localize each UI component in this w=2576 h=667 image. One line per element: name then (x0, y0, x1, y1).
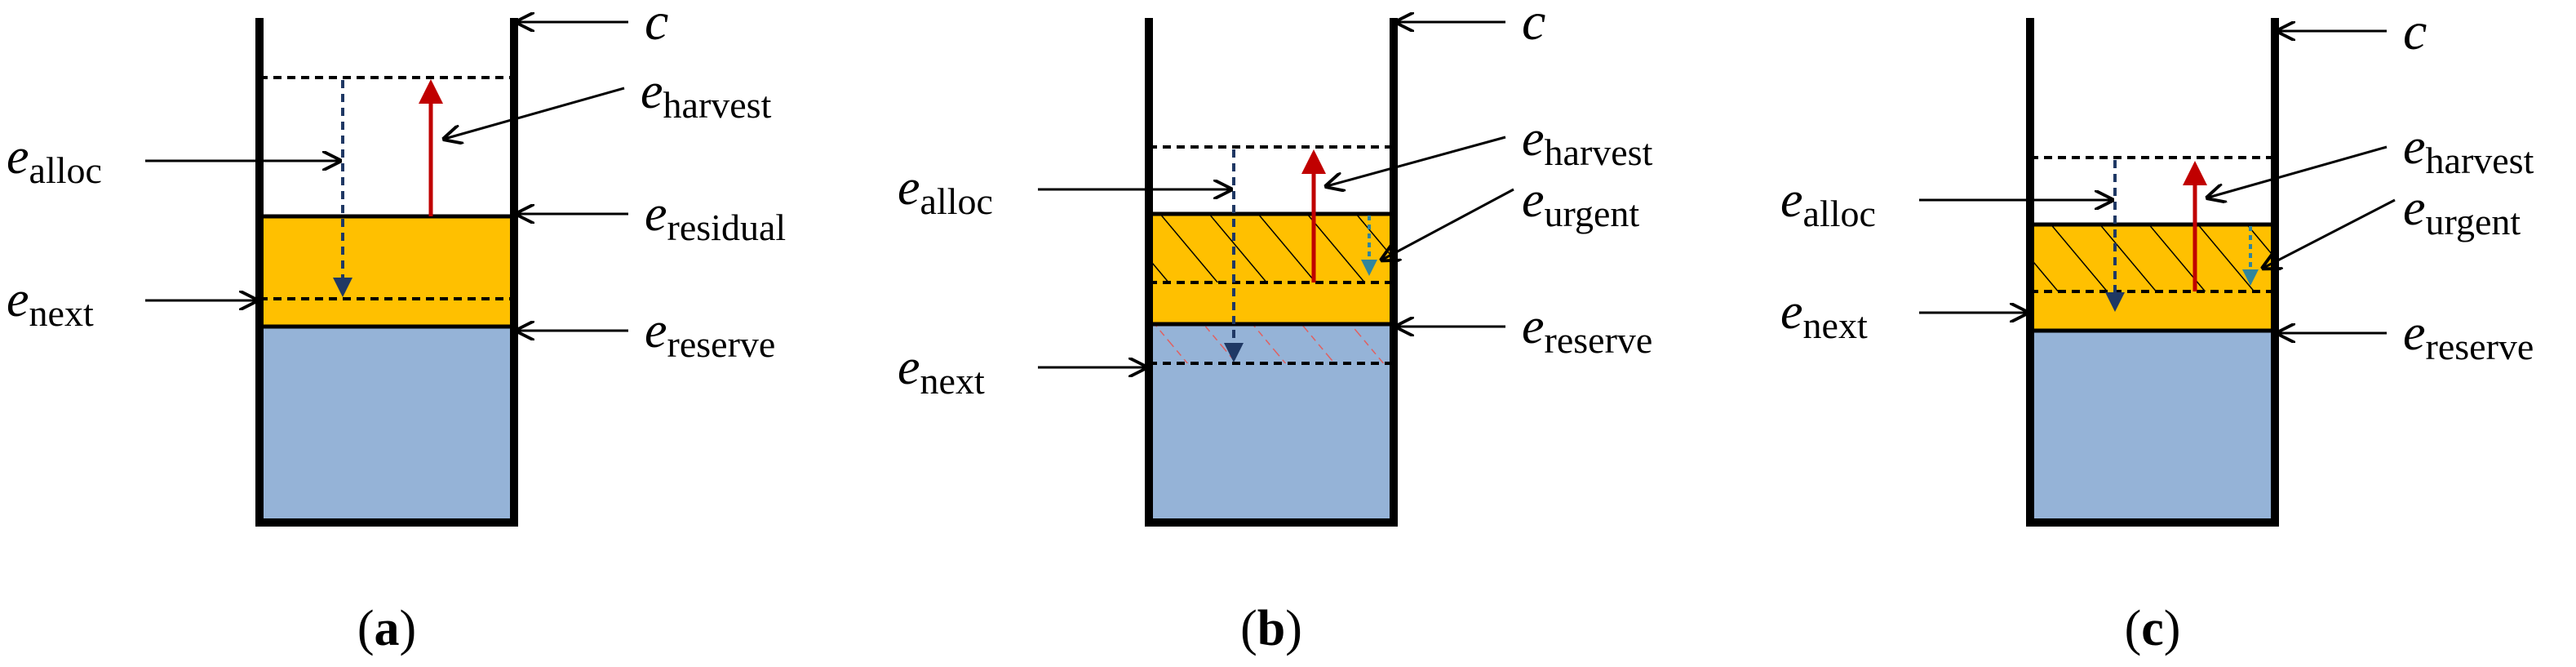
next-label: enext (7, 272, 94, 334)
caption-a: (a) (357, 601, 416, 656)
harvest-pointer (2208, 145, 2388, 198)
urgent-hatched-region (2030, 225, 2275, 291)
reserve-label: ereserve (645, 303, 775, 365)
panel-b: c eharvest eurgent ealloc ereserve enext… (898, 0, 1653, 656)
urgent-pointer (2263, 198, 2396, 268)
reserve-label: ereserve (1522, 299, 1652, 361)
panel-c: c eharvest eurgent ealloc enext ereserve… (1780, 2, 2534, 656)
buffer-container (1145, 18, 1398, 527)
next-label: enext (1780, 284, 1868, 346)
caption-b: (b) (1240, 601, 1302, 656)
alloc-label: ealloc (7, 129, 102, 191)
c-label: c (2403, 2, 2427, 61)
alloc-label: ealloc (1780, 172, 1876, 234)
residual-label: eresidual (645, 186, 786, 248)
c-label: c (1522, 0, 1545, 51)
next-label: enext (898, 340, 985, 402)
reserve-label: ereserve (2403, 305, 2534, 367)
reserve-region (2030, 331, 2275, 522)
overlap-hatched-region (1149, 324, 1394, 363)
harvest-pointer (1327, 136, 1506, 186)
urgent-pointer (1382, 188, 1514, 260)
c-label: c (645, 0, 668, 51)
reserve-region (259, 327, 514, 522)
harvest-label: eharvest (641, 64, 772, 126)
urgent-label: eurgent (2403, 180, 2521, 242)
harvest-pointer (445, 87, 625, 139)
harvest-label: eharvest (1522, 111, 1653, 173)
urgent-hatched-region (1149, 214, 1394, 282)
urgent-label: eurgent (1522, 172, 1639, 234)
panel-a: c eharvest ealloc eresidual enext ereser… (7, 0, 786, 656)
buffer-container (255, 18, 518, 527)
residual-region (259, 216, 514, 327)
harvest-label: eharvest (2403, 119, 2534, 181)
alloc-label: ealloc (898, 160, 993, 222)
caption-c: (c) (2125, 601, 2181, 656)
